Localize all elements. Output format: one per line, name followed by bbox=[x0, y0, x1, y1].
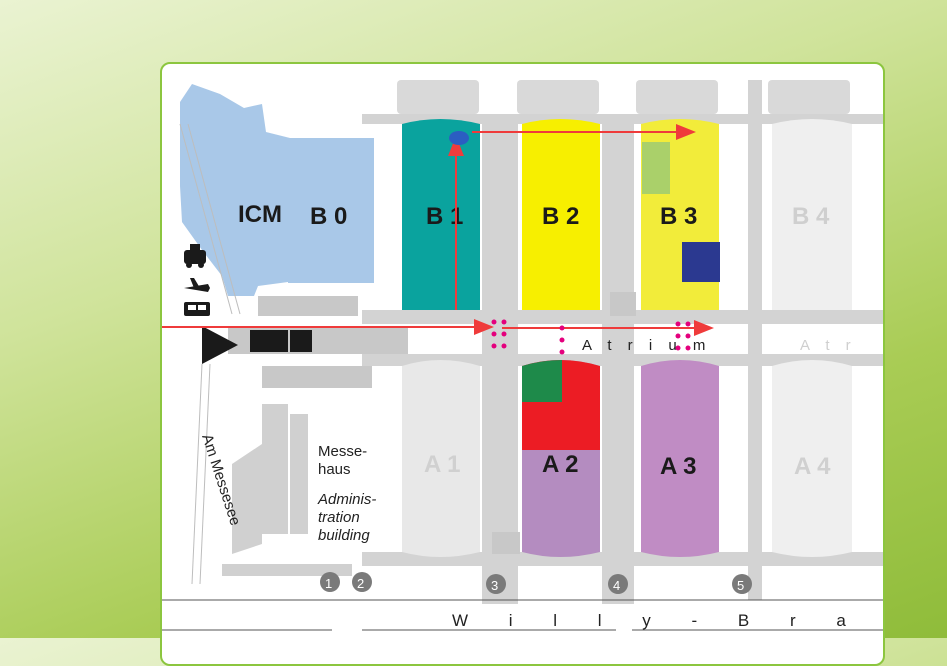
rail-hatch bbox=[179, 123, 241, 585]
location-marker bbox=[449, 131, 469, 145]
messehaus-label-2: haus bbox=[318, 461, 351, 478]
passage-dots bbox=[491, 319, 691, 355]
hall-b4-label: B 4 bbox=[792, 203, 830, 230]
entrance-5-label: 5 bbox=[737, 578, 744, 593]
admin-label-3: building bbox=[318, 527, 370, 544]
road-grid bbox=[362, 80, 883, 604]
entrance-arrow-shape bbox=[202, 326, 238, 364]
train-icon bbox=[184, 302, 210, 316]
hall-a3-label: A 3 bbox=[660, 453, 696, 480]
atrium-label: A t r i u m bbox=[582, 337, 711, 354]
entrance-2-label: 2 bbox=[357, 576, 364, 591]
admin-label-2: tration bbox=[318, 509, 360, 526]
hall-b3-label: B 3 bbox=[660, 203, 697, 230]
hall-icm-label: ICM bbox=[238, 201, 282, 228]
black-bar-2 bbox=[290, 330, 312, 352]
service-blocks bbox=[228, 292, 636, 554]
hall-a4-shape bbox=[772, 360, 852, 557]
a2-green-block bbox=[522, 360, 562, 402]
hall-a4-label: A 4 bbox=[794, 453, 831, 480]
messehaus-shape bbox=[222, 404, 352, 576]
atrium-right-label: A t r bbox=[800, 337, 857, 354]
hall-b4-shape bbox=[772, 119, 852, 310]
hall-a1-shape bbox=[402, 360, 480, 557]
hall-b1-label: B 1 bbox=[426, 203, 463, 230]
entrance-4-label: 4 bbox=[613, 578, 620, 593]
black-bar-1 bbox=[250, 330, 288, 352]
taxi-icon bbox=[184, 244, 206, 268]
entrance-3-label: 3 bbox=[491, 578, 498, 593]
hall-b0-label: B 0 bbox=[310, 203, 347, 230]
entrance-1-label: 1 bbox=[325, 576, 332, 591]
messehaus-label-1: Messe- bbox=[318, 443, 367, 460]
hall-b1-shape bbox=[402, 119, 480, 310]
airplane-icon bbox=[184, 278, 210, 292]
hall-icm-shape bbox=[180, 84, 290, 296]
hall-b2-label: B 2 bbox=[542, 203, 579, 230]
map-card: ICM B 0 B 1 B 2 B 3 B 4 A 1 A 2 A 3 A 4 … bbox=[160, 62, 885, 666]
hall-a3-shape bbox=[641, 360, 719, 557]
hall-a2-label: A 2 bbox=[542, 451, 578, 478]
hall-b0-shape bbox=[288, 138, 374, 283]
b3-green-block bbox=[642, 142, 670, 194]
entrance-markers: 1 2 3 4 5 bbox=[320, 572, 752, 594]
hall-top-caps bbox=[397, 80, 850, 114]
b3-navy-block bbox=[682, 242, 720, 282]
hall-b2-shape bbox=[522, 119, 600, 310]
admin-label-1: Adminis- bbox=[317, 491, 376, 508]
hall-a1-label: A 1 bbox=[424, 451, 460, 478]
street-bottom-label: W i l l y - B r a n d t - A l bbox=[452, 611, 883, 630]
fairground-map: ICM B 0 B 1 B 2 B 3 B 4 A 1 A 2 A 3 A 4 … bbox=[162, 80, 883, 631]
